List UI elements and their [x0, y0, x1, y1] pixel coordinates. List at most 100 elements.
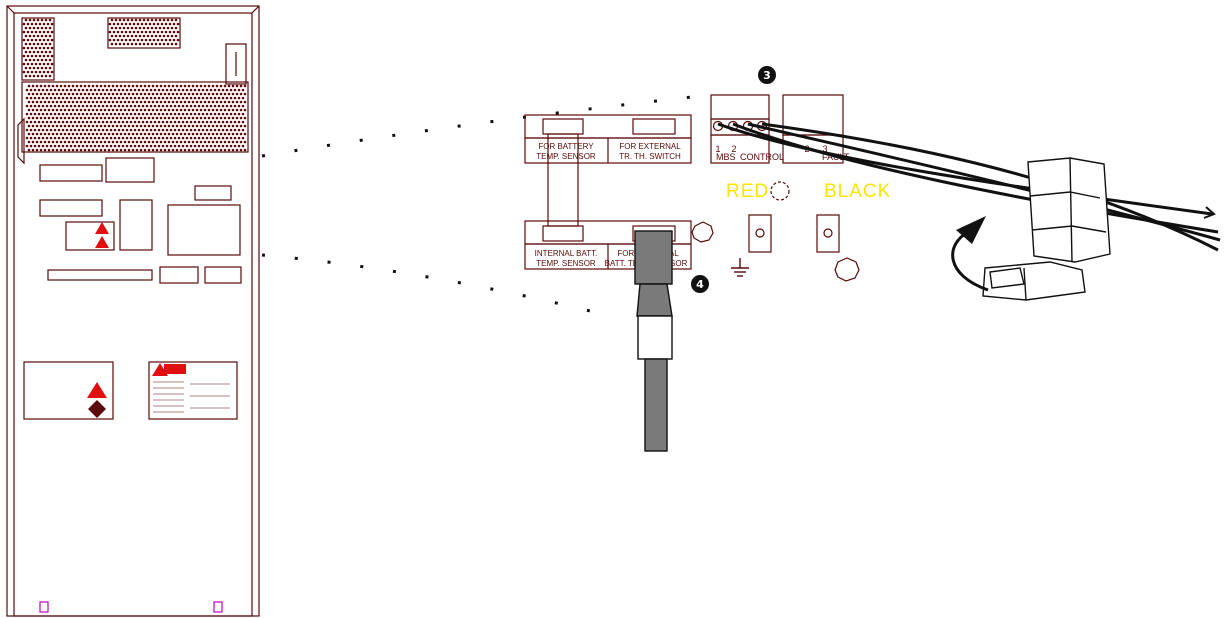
vent-dot	[28, 74, 32, 78]
vent-dot	[107, 92, 111, 96]
vent-dot	[39, 132, 43, 136]
vent-dot	[205, 136, 209, 140]
vent-dot	[137, 88, 141, 92]
vent-dot	[123, 124, 127, 128]
vent-dot	[32, 26, 36, 30]
vent-dot	[99, 84, 103, 88]
vent-dot	[154, 26, 158, 30]
vent-dot	[199, 140, 203, 144]
vent-dot	[35, 140, 39, 144]
vent-dot	[87, 100, 91, 104]
vent-dot	[24, 58, 28, 62]
vent-dot	[144, 38, 148, 42]
vent-dot	[209, 96, 213, 100]
vent-dot	[211, 116, 215, 120]
vent-dot	[223, 140, 227, 144]
vent-dot	[129, 128, 133, 132]
vent-dot	[151, 108, 155, 112]
vent-dot	[229, 120, 233, 124]
vent-dot	[115, 84, 119, 88]
vent-dot	[132, 30, 136, 34]
vent-dot	[137, 128, 141, 132]
external-switch-label-1: FOR EXTERNAL	[619, 142, 681, 151]
vent-dot	[27, 116, 31, 120]
vent-dot	[235, 108, 239, 112]
vent-dot	[133, 136, 137, 140]
vent-dot	[109, 104, 113, 108]
vent-dot	[139, 92, 143, 96]
vent-dot	[36, 42, 40, 46]
vent-dot	[71, 124, 75, 128]
vent-dot	[131, 108, 135, 112]
vent-dot	[48, 18, 52, 22]
vent-dot	[36, 34, 40, 38]
vent-dot	[121, 88, 125, 92]
vent-dot	[157, 128, 161, 132]
vent-dot	[213, 96, 217, 100]
vent-dot	[79, 132, 83, 136]
vent-dot	[158, 18, 162, 22]
vent-dot	[217, 136, 221, 140]
vent-dot	[215, 92, 219, 96]
vent-dot	[42, 30, 46, 34]
vent-dot	[161, 120, 165, 124]
vent-dot	[159, 124, 163, 128]
vent-dot	[183, 84, 187, 88]
vent-dot	[193, 96, 197, 100]
vent-dot	[111, 124, 115, 128]
vent-dot	[63, 108, 67, 112]
vent-dot	[79, 108, 83, 112]
vent-dot	[168, 38, 172, 42]
vent-dot	[51, 124, 55, 128]
vent-dot	[135, 116, 139, 120]
vent-dot	[219, 124, 223, 128]
vent-dot	[177, 104, 181, 108]
vent-dot	[169, 144, 173, 148]
vent-dot	[165, 96, 169, 100]
vent-dot	[83, 124, 87, 128]
vent-dot	[179, 116, 183, 120]
vent-dot	[135, 84, 139, 88]
vent-dot	[33, 136, 37, 140]
vent-dot	[153, 96, 157, 100]
vent-dot	[29, 128, 33, 132]
vent-dot	[143, 124, 147, 128]
vent-dot	[157, 96, 161, 100]
vent-dot	[57, 128, 61, 132]
vent-dot	[161, 88, 165, 92]
vent-dot	[147, 140, 151, 144]
vent-dot	[85, 104, 89, 108]
vent-dot	[146, 26, 150, 30]
vent-dot	[36, 50, 40, 54]
vent-dot	[26, 30, 30, 34]
vent-dot	[166, 26, 170, 30]
vent-dot	[95, 84, 99, 88]
vent-dot	[91, 132, 95, 136]
vent-dot	[231, 108, 235, 112]
vent-dot	[172, 30, 176, 34]
vent-dot	[73, 112, 77, 116]
vent-dot	[197, 96, 201, 100]
vent-dot	[34, 46, 38, 50]
vent-dot	[26, 70, 30, 74]
vent-dot	[77, 104, 81, 108]
vent-dot	[169, 96, 173, 100]
vent-dot	[151, 124, 155, 128]
vent-dot	[61, 112, 65, 116]
control-wires	[717, 122, 1221, 252]
vent-dot	[149, 136, 153, 140]
vent-dot	[205, 128, 209, 132]
vent-dot	[160, 38, 164, 42]
vent-dot	[101, 120, 105, 124]
black-lug-terminal	[816, 214, 840, 253]
vent-dot	[215, 84, 219, 88]
vent-dot	[24, 74, 28, 78]
vent-dot	[209, 88, 213, 92]
vent-dot	[27, 148, 31, 152]
vent-dot	[185, 88, 189, 92]
vent-dot	[73, 128, 77, 132]
vent-dot	[91, 116, 95, 120]
vent-dot	[215, 124, 219, 128]
vent-dot	[147, 132, 151, 136]
vent-dot	[239, 92, 243, 96]
